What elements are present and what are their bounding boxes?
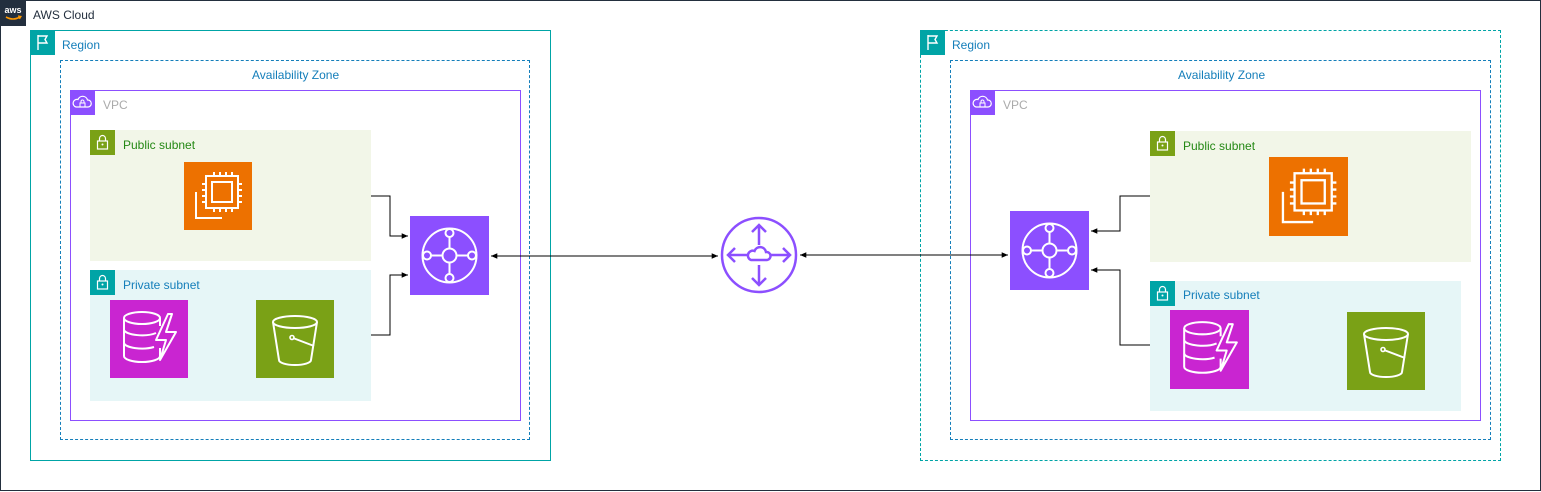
left-region-label: Region xyxy=(62,38,101,52)
left-vpc-label: VPC xyxy=(103,98,128,112)
transit-gateway-attachment-icon xyxy=(410,216,489,295)
right-region-group xyxy=(920,30,1501,461)
right-az-group xyxy=(950,60,1491,440)
lock-icon xyxy=(90,270,115,295)
left-private-subnet-label: Private subnet xyxy=(123,278,200,292)
dynamodb-icon xyxy=(110,300,188,378)
aws-cloud-label: AWS Cloud xyxy=(33,8,95,22)
s3-bucket-icon xyxy=(1347,312,1425,390)
right-public-subnet-label: Public subnet xyxy=(1183,139,1256,153)
lock-icon xyxy=(1150,281,1175,306)
left-public-subnet-label: Public subnet xyxy=(123,138,196,152)
ec2-instance-icon xyxy=(1269,157,1348,236)
left-region-group xyxy=(30,30,551,461)
flag-icon xyxy=(30,30,55,55)
right-vpc-label: VPC xyxy=(1003,98,1028,112)
right-az-label: Availability Zone xyxy=(1178,68,1266,82)
right-private-subnet-label: Private subnet xyxy=(1183,288,1260,302)
right-region-label: Region xyxy=(952,38,991,52)
router-cloud-icon xyxy=(720,216,798,294)
lock-icon xyxy=(90,130,115,155)
vpc-cloud-lock-icon xyxy=(70,90,95,115)
vpc-cloud-lock-icon xyxy=(970,90,995,115)
transit-gateway-attachment-icon xyxy=(1010,211,1089,290)
svg-text:aws: aws xyxy=(4,5,21,15)
left-az-group xyxy=(60,60,530,440)
flag-icon xyxy=(920,30,945,55)
aws-logo-icon: aws xyxy=(0,0,26,26)
ec2-instance-icon xyxy=(184,162,252,230)
s3-bucket-icon xyxy=(256,300,334,378)
dynamodb-icon xyxy=(1170,310,1249,389)
lock-icon xyxy=(1150,131,1175,156)
left-az-label: Availability Zone xyxy=(252,68,340,82)
